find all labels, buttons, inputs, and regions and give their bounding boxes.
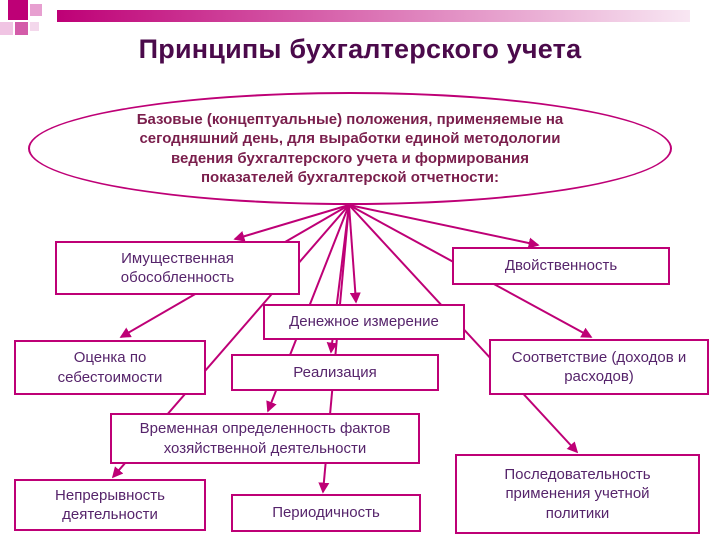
- decor-square: [15, 22, 28, 35]
- decor-square: [30, 22, 39, 31]
- arrow-to-property-isolation: [233, 204, 350, 242]
- node-going-concern: Непрерывность деятельности: [14, 479, 206, 531]
- arrow-to-duality: [348, 204, 540, 249]
- decor-square: [8, 0, 28, 20]
- node-temporal-certainty: Временная определенность фактов хозяйств…: [110, 413, 420, 464]
- node-cost-valuation: Оценка по себестоимости: [14, 340, 206, 395]
- node-property-isolation: Имущественная обособленность: [55, 241, 300, 295]
- concept-ellipse-text: Базовые (концептуальные) положения, прим…: [130, 110, 570, 188]
- slide-title: Принципы бухгалтерского учета: [138, 34, 582, 64]
- ellipse-line: показателей бухгалтерской отчетности:: [201, 169, 499, 186]
- ellipse-line: Базовые (концептуальные) положения, прим…: [136, 110, 564, 128]
- node-label: Последовательность применения учетной по…: [504, 465, 651, 522]
- decor-square: [0, 22, 13, 35]
- node-consistency: Последовательность применения учетной по…: [455, 454, 700, 534]
- decor-square: [30, 4, 42, 16]
- node-periodicity: Периодичность: [231, 494, 421, 532]
- top-gradient-bar: [57, 10, 690, 22]
- arrow-to-monetary-measurement: [348, 204, 361, 304]
- node-label: Временная определенность фактов хозяйств…: [139, 420, 391, 457]
- node-label: Денежное измерение: [289, 313, 439, 331]
- node-label: Периодичность: [272, 504, 380, 522]
- node-label: Имущественная обособленность: [120, 249, 235, 287]
- node-label: Соответствие (доходов и расходов): [511, 348, 687, 386]
- node-matching: Соответствие (доходов и расходов): [489, 339, 709, 395]
- node-realization: Реализация: [231, 354, 439, 391]
- ellipse-line: ведения бухгалтерского учета и формирова…: [170, 149, 530, 167]
- node-label: Реализация: [293, 363, 377, 381]
- node-label: Непрерывность деятельности: [55, 486, 165, 524]
- node-label: Оценка по себестоимости: [57, 349, 163, 386]
- concept-ellipse: Базовые (концептуальные) положения, прим…: [28, 92, 672, 205]
- node-label: Двойственность: [504, 257, 618, 275]
- node-duality: Двойственность: [452, 247, 670, 285]
- ellipse-line: сегодняшний день, для выработки единой м…: [139, 130, 561, 147]
- node-monetary-measurement: Денежное измерение: [263, 304, 465, 340]
